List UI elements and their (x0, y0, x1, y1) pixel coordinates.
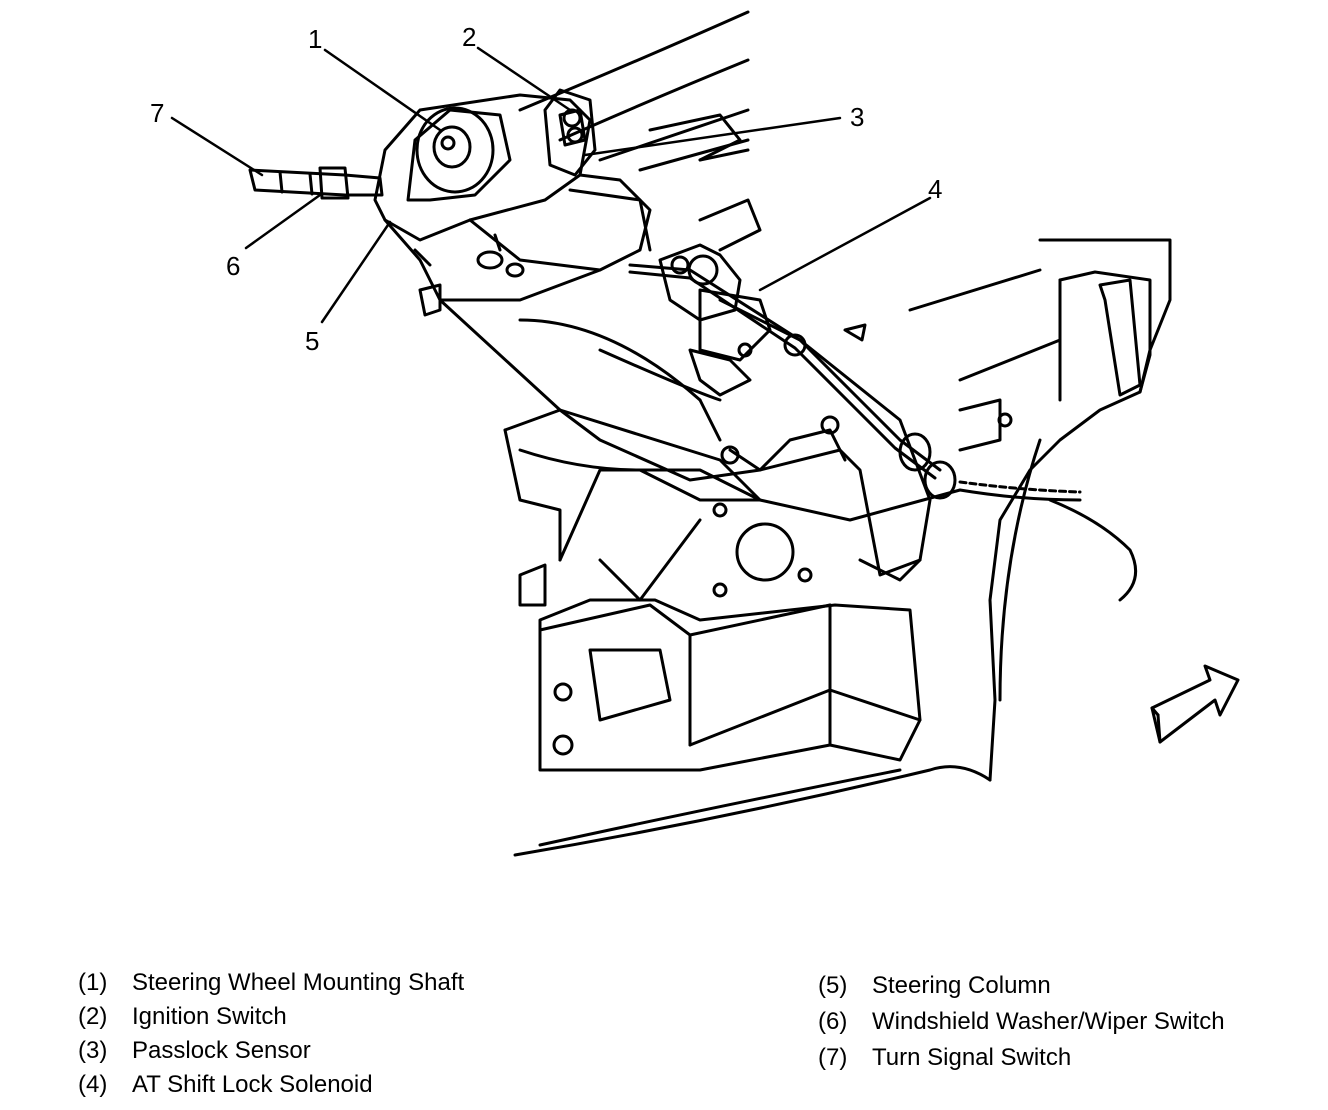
legend-label: Ignition Switch (132, 1003, 287, 1030)
steering-column-illustration: 1 2 3 4 5 6 7 (150, 10, 1240, 857)
callout-labels: 1 2 3 4 5 6 7 (150, 22, 942, 356)
floor-outline (513, 765, 992, 857)
callout-6: 6 (226, 251, 240, 281)
legend-number: (1) (78, 969, 108, 996)
legend-number: (6) (818, 1008, 848, 1035)
callout-1: 1 (308, 24, 322, 54)
legend-label: Steering Wheel Mounting Shaft (132, 969, 465, 996)
legend-number: (7) (818, 1044, 848, 1071)
legend-number: (5) (818, 972, 848, 999)
callout-7: 7 (150, 98, 164, 128)
shift-lock-solenoid (628, 243, 957, 500)
legend-label: Passlock Sensor (132, 1037, 311, 1064)
legend-left: (1) Steering Wheel Mounting Shaft (2) Ig… (78, 966, 638, 1106)
legend-number: (3) (78, 1037, 108, 1064)
legend-number: (2) (78, 1003, 108, 1030)
dashboard-outline (518, 10, 762, 252)
side-panel (908, 238, 1172, 782)
column-housing (373, 93, 652, 317)
callout-4: 4 (928, 174, 942, 204)
legend-label: AT Shift Lock Solenoid (132, 1071, 373, 1098)
legend-number: (4) (78, 1071, 108, 1098)
callout-3: 3 (850, 102, 864, 132)
legend-label: Turn Signal Switch (872, 1044, 1072, 1071)
callout-leaders (170, 46, 932, 324)
legend-right: (5) Steering Column (6) Windshield Washe… (818, 969, 1318, 1079)
legend-label: Windshield Washer/Wiper Switch (872, 1008, 1225, 1035)
steering-column-tube (438, 298, 932, 577)
ignition-switch-body (543, 88, 597, 177)
mounting-bracket (503, 408, 962, 772)
forward-arrow-icon (1150, 664, 1240, 744)
multifunction-lever (248, 166, 384, 200)
callout-2: 2 (462, 22, 476, 52)
legend-label: Steering Column (872, 972, 1051, 999)
callout-5: 5 (305, 326, 319, 356)
